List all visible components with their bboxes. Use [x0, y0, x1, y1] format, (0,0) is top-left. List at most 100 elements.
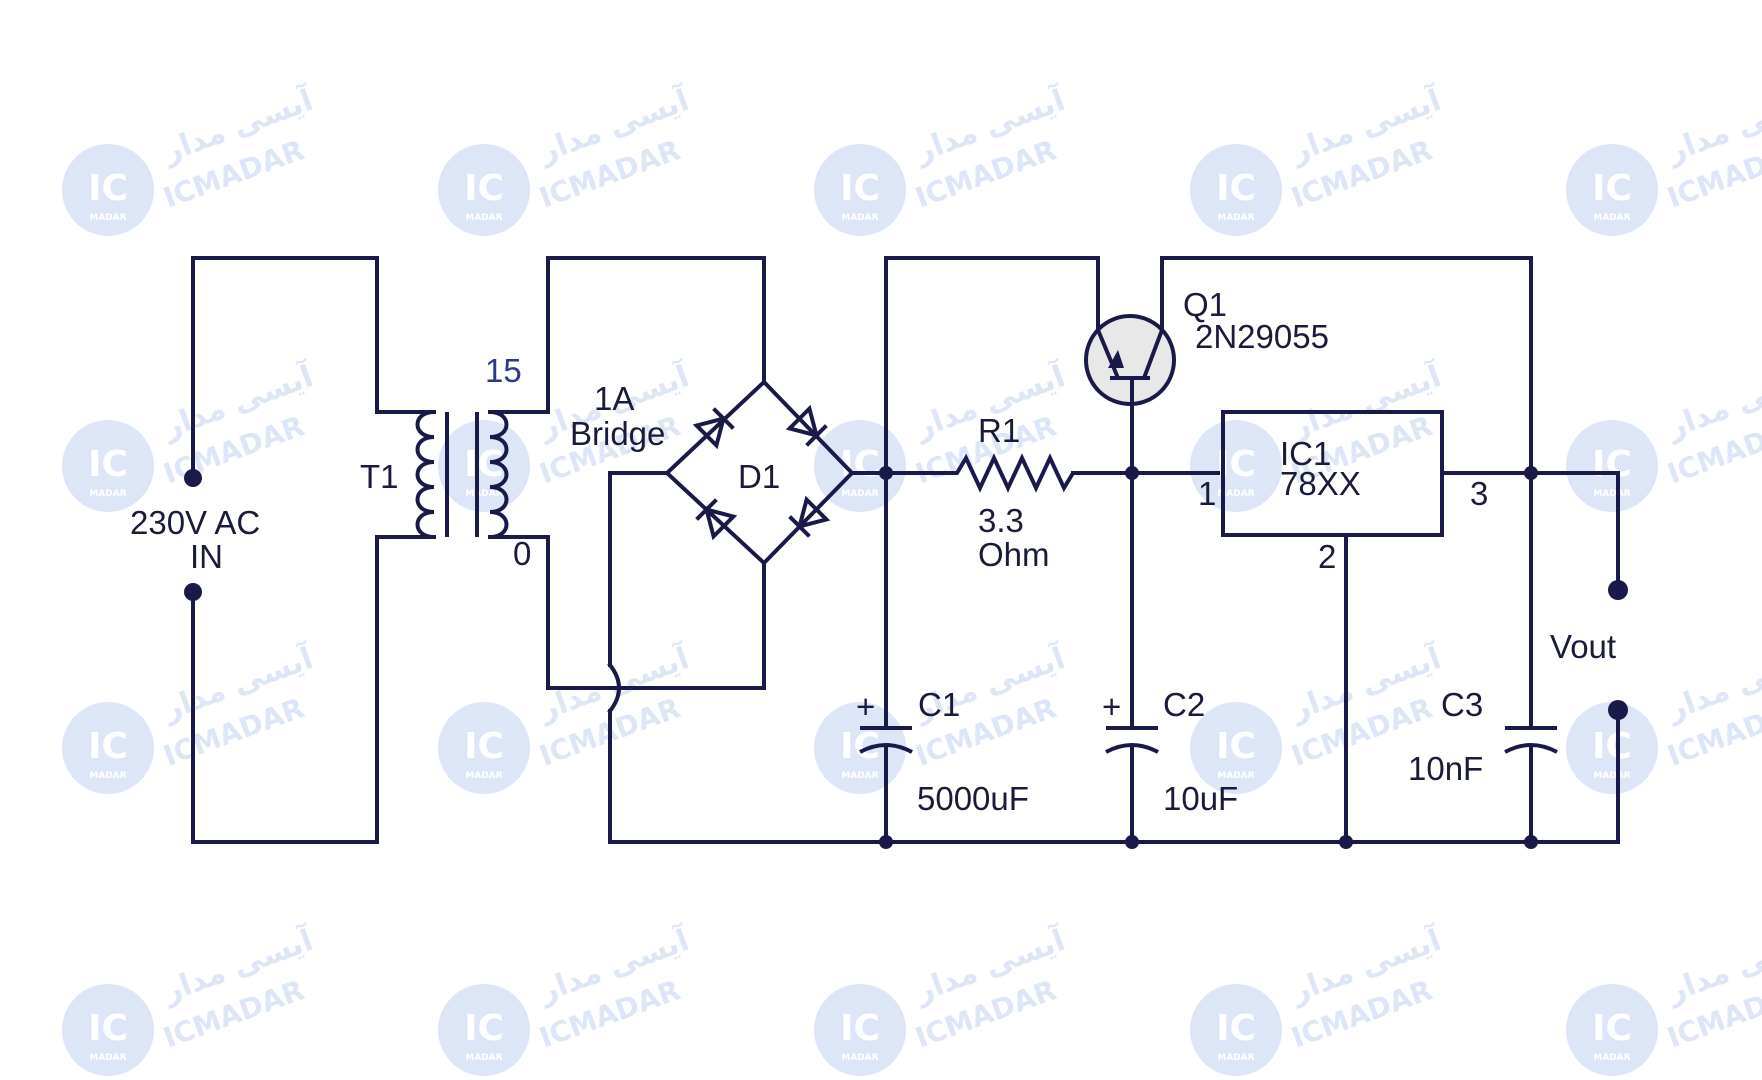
- svg-text:IC: IC: [1592, 1008, 1632, 1049]
- vout-label: Vout: [1550, 628, 1616, 665]
- svg-text:IC: IC: [88, 726, 128, 767]
- bridge-name-label: D1: [738, 458, 780, 495]
- r1-name-label: R1: [978, 412, 1020, 449]
- junction-dot: [879, 835, 893, 849]
- tap-0-label: 0: [513, 535, 531, 572]
- q1-emitter-wire: [884, 256, 1100, 475]
- transistor-q1: [1084, 314, 1176, 406]
- junction-dot: [1125, 466, 1139, 480]
- svg-text:MADAR: MADAR: [89, 213, 126, 223]
- c2-plus-label: +: [1102, 688, 1121, 725]
- q1-part-label: 2N29055: [1195, 318, 1329, 355]
- tap-15-label: 15: [485, 352, 522, 389]
- diode-icon: [785, 404, 828, 447]
- bridge-negative-wire: [608, 471, 669, 667]
- svg-text:MADAR: MADAR: [465, 771, 502, 781]
- ac-input-terminal: [184, 583, 202, 601]
- junction-dot: [1524, 466, 1538, 480]
- svg-text:MADAR: MADAR: [841, 1053, 878, 1063]
- svg-text:IC: IC: [88, 168, 128, 209]
- c3-name-label: C3: [1441, 686, 1483, 723]
- transformer-label: T1: [360, 458, 399, 495]
- secondary-top-wire: [488, 256, 766, 414]
- ac-input-terminal: [184, 469, 202, 487]
- svg-text:IC: IC: [464, 1008, 504, 1049]
- svg-text:IC: IC: [1592, 726, 1632, 767]
- c1-plus-label: +: [856, 688, 875, 725]
- svg-text:IC: IC: [1592, 168, 1632, 209]
- svg-text:MADAR: MADAR: [465, 489, 502, 499]
- ic1-name-label: IC1: [1280, 435, 1331, 472]
- ic1-part-label: 78XX: [1280, 465, 1361, 502]
- c1-name-label: C1: [918, 686, 960, 723]
- svg-text:MADAR: MADAR: [1217, 1053, 1254, 1063]
- capacitor-c2: [1105, 726, 1159, 754]
- bridge-label: Bridge: [570, 415, 665, 452]
- svg-text:IC: IC: [464, 168, 504, 209]
- c3-value-label: 10nF: [1408, 750, 1483, 787]
- junction-dot: [1339, 835, 1353, 849]
- svg-text:MADAR: MADAR: [841, 213, 878, 223]
- ac-input-label: 230V AC: [130, 504, 260, 541]
- r1-unit-label: Ohm: [978, 536, 1050, 573]
- diode-icon: [788, 495, 831, 538]
- svg-text:MADAR: MADAR: [89, 489, 126, 499]
- ac-input-bottom-wire: [191, 535, 436, 844]
- svg-text:MADAR: MADAR: [1593, 1053, 1630, 1063]
- q1-collector-wire: [1160, 256, 1533, 475]
- transformer-t1: [415, 410, 509, 539]
- pin3-label: 3: [1470, 475, 1488, 512]
- svg-text:IC: IC: [840, 1008, 880, 1049]
- svg-text:MADAR: MADAR: [1217, 771, 1254, 781]
- pin2-label: 2: [1318, 538, 1336, 575]
- ac-input-top-wire: [191, 256, 436, 480]
- bridge-rating-label: 1A: [594, 380, 634, 417]
- svg-text:MADAR: MADAR: [1593, 771, 1630, 781]
- labels: 230V AC IN T1 15 0 1A Bridge D1 R1 3.3 O…: [130, 286, 1616, 817]
- svg-text:MADAR: MADAR: [841, 771, 878, 781]
- crossover-hop: [607, 662, 621, 714]
- svg-text:IC: IC: [464, 726, 504, 767]
- vout-terminal: [1608, 700, 1628, 720]
- svg-text:MADAR: MADAR: [841, 489, 878, 499]
- wires: [191, 256, 1620, 844]
- junction-dot: [1125, 835, 1139, 849]
- svg-text:IC: IC: [88, 1008, 128, 1049]
- svg-text:MADAR: MADAR: [465, 213, 502, 223]
- transistor-collector: [1142, 329, 1164, 379]
- svg-text:MADAR: MADAR: [1593, 489, 1630, 499]
- bridge-rectifier-d1: [664, 379, 855, 566]
- ic1-box: [1221, 410, 1444, 537]
- junction-dot: [879, 466, 893, 480]
- svg-text:IC: IC: [1592, 444, 1632, 485]
- svg-text:MADAR: MADAR: [1593, 213, 1630, 223]
- transistor-emitter: [1096, 329, 1120, 379]
- diode-icon: [695, 498, 738, 541]
- c2-value-label: 10uF: [1163, 780, 1238, 817]
- r1-value-label: 3.3: [978, 502, 1024, 539]
- resistor-r1: [949, 453, 1075, 493]
- svg-text:MADAR: MADAR: [465, 1053, 502, 1063]
- secondary-bottom-wire: [488, 535, 766, 690]
- svg-text:MADAR: MADAR: [1217, 213, 1254, 223]
- bridge-diamond: [664, 379, 855, 566]
- svg-text:MADAR: MADAR: [89, 771, 126, 781]
- primary-coil: [415, 410, 435, 539]
- ac-input-label: IN: [190, 538, 223, 575]
- q1-name-label: Q1: [1183, 286, 1227, 323]
- svg-text:MADAR: MADAR: [1217, 489, 1254, 499]
